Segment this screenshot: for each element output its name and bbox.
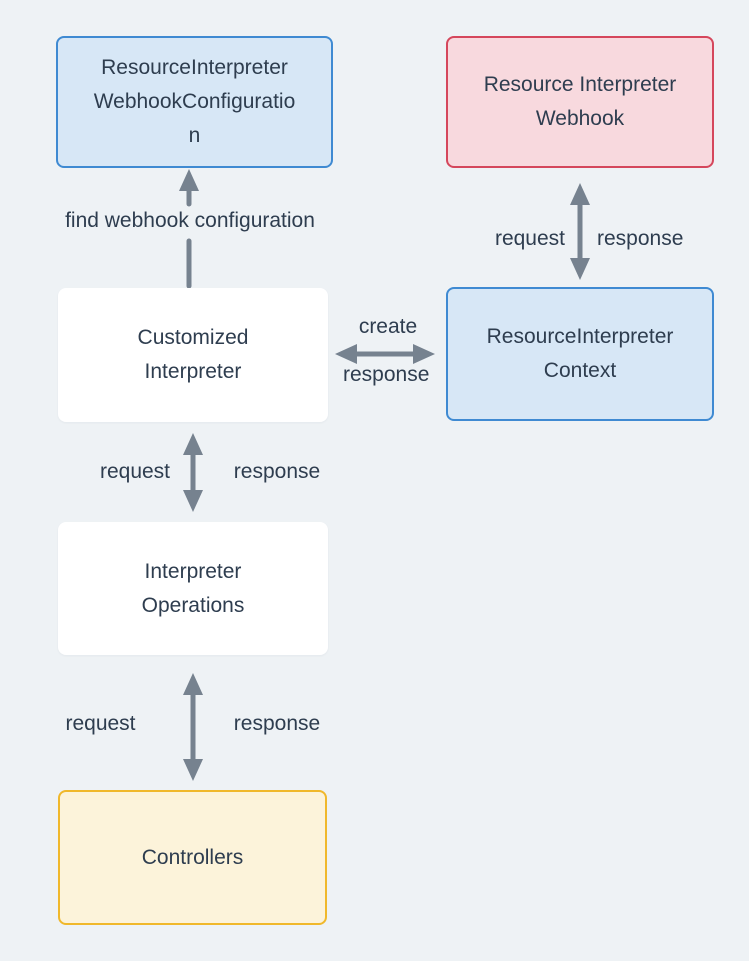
- edge-label-find-webhook-configuration: find webhook configuration: [65, 209, 315, 232]
- edge-label-create: create: [358, 315, 418, 338]
- node-label: Resource Interpreter Webhook: [483, 73, 677, 130]
- node-label: ResourceInterpreter WebhookConfiguratio …: [93, 56, 296, 147]
- node-customized-interpreter: Customized Interpreter: [58, 288, 328, 422]
- arrow-context-exchange: [335, 344, 435, 364]
- edge-label-operations-response: response: [233, 460, 321, 483]
- arrow-controllers-exchange: [183, 673, 203, 781]
- edge-label-webhook-response: response: [597, 227, 684, 250]
- edge-label-create-response: response: [343, 363, 430, 386]
- node-controllers: Controllers: [58, 790, 327, 925]
- edge-label-operations-request: request: [99, 460, 171, 483]
- node-label: Controllers: [141, 845, 244, 869]
- node-label: Customized Interpreter: [137, 326, 249, 383]
- edge-label-controllers-response: response: [233, 712, 321, 735]
- node-resource-interpreter-webhook-configuration: ResourceInterpreter WebhookConfiguratio …: [56, 36, 333, 168]
- edge-label-webhook-request: request: [494, 227, 565, 250]
- node-resource-interpreter-webhook: Resource Interpreter Webhook: [446, 36, 714, 168]
- node-label: Interpreter Operations: [141, 559, 245, 617]
- node-label: ResourceInterpreter Context: [486, 325, 674, 382]
- node-resource-interpreter-context: ResourceInterpreter Context: [446, 287, 714, 421]
- edge-label-controllers-request: request: [65, 712, 136, 735]
- node-interpreter-operations: Interpreter Operations: [58, 522, 328, 655]
- arrow-webhook-exchange: [570, 183, 590, 280]
